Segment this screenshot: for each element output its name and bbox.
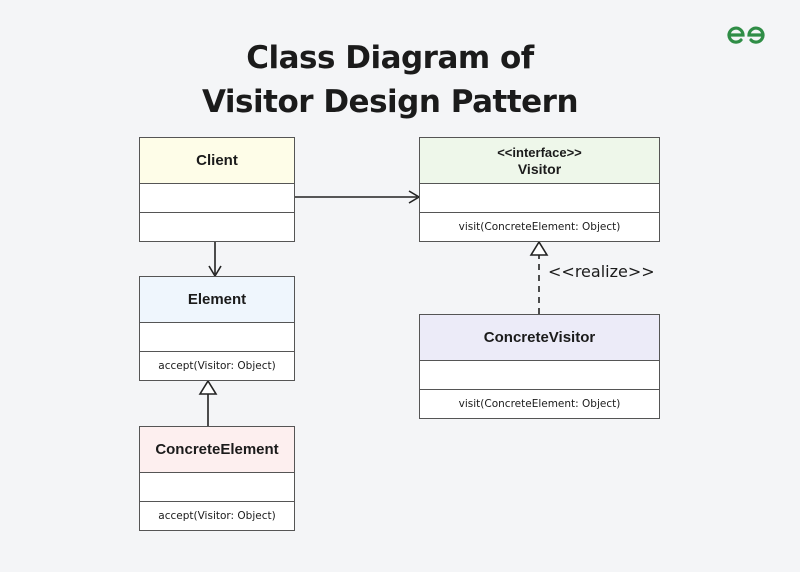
element-attributes — [140, 323, 294, 352]
client-attributes — [140, 184, 294, 213]
client-class: Client — [139, 137, 295, 242]
element-method: accept(Visitor: Object) — [158, 360, 276, 372]
visitor-interface: <<interface>> Visitor visit(ConcreteElem… — [419, 137, 660, 242]
concrete-element-header: ConcreteElement — [140, 427, 294, 473]
concrete-element-generalization-head — [198, 379, 218, 395]
element-class: Element accept(Visitor: Object) — [139, 276, 295, 381]
diagram-title: Class Diagram of Visitor Design Pattern — [0, 36, 780, 124]
concrete-visitor-attributes — [420, 361, 659, 390]
concrete-visitor-header: ConcreteVisitor — [420, 315, 659, 361]
element-class-header: Element — [140, 277, 294, 323]
concrete-visitor-class: ConcreteVisitor visit(ConcreteElement: O… — [419, 314, 660, 419]
realize-label: <<realize>> — [548, 262, 655, 281]
title-line-2: Visitor Design Pattern — [201, 84, 579, 120]
visitor-class-name: Visitor — [517, 160, 562, 177]
client-class-name: Client — [196, 152, 238, 169]
client-methods — [140, 213, 294, 241]
concrete-element-class: ConcreteElement accept(Visitor: Object) — [139, 426, 295, 531]
client-class-header: Client — [140, 138, 294, 184]
visitor-attributes — [420, 184, 659, 213]
concrete-element-method: accept(Visitor: Object) — [158, 510, 276, 522]
visitor-header: <<interface>> Visitor — [420, 138, 659, 184]
concrete-visitor-class-name: ConcreteVisitor — [483, 329, 596, 346]
visitor-stereotype: <<interface>> — [497, 144, 582, 160]
element-class-name: Element — [187, 291, 247, 308]
concrete-element-class-name: ConcreteElement — [155, 441, 279, 458]
title-line-1: Class Diagram of — [246, 40, 534, 76]
concrete-element-attributes — [140, 473, 294, 502]
realize-arrowhead — [529, 240, 549, 256]
visitor-method: visit(ConcreteElement: Object) — [458, 221, 621, 233]
gfg-logo-icon — [727, 26, 765, 44]
concrete-visitor-method: visit(ConcreteElement: Object) — [458, 398, 621, 410]
